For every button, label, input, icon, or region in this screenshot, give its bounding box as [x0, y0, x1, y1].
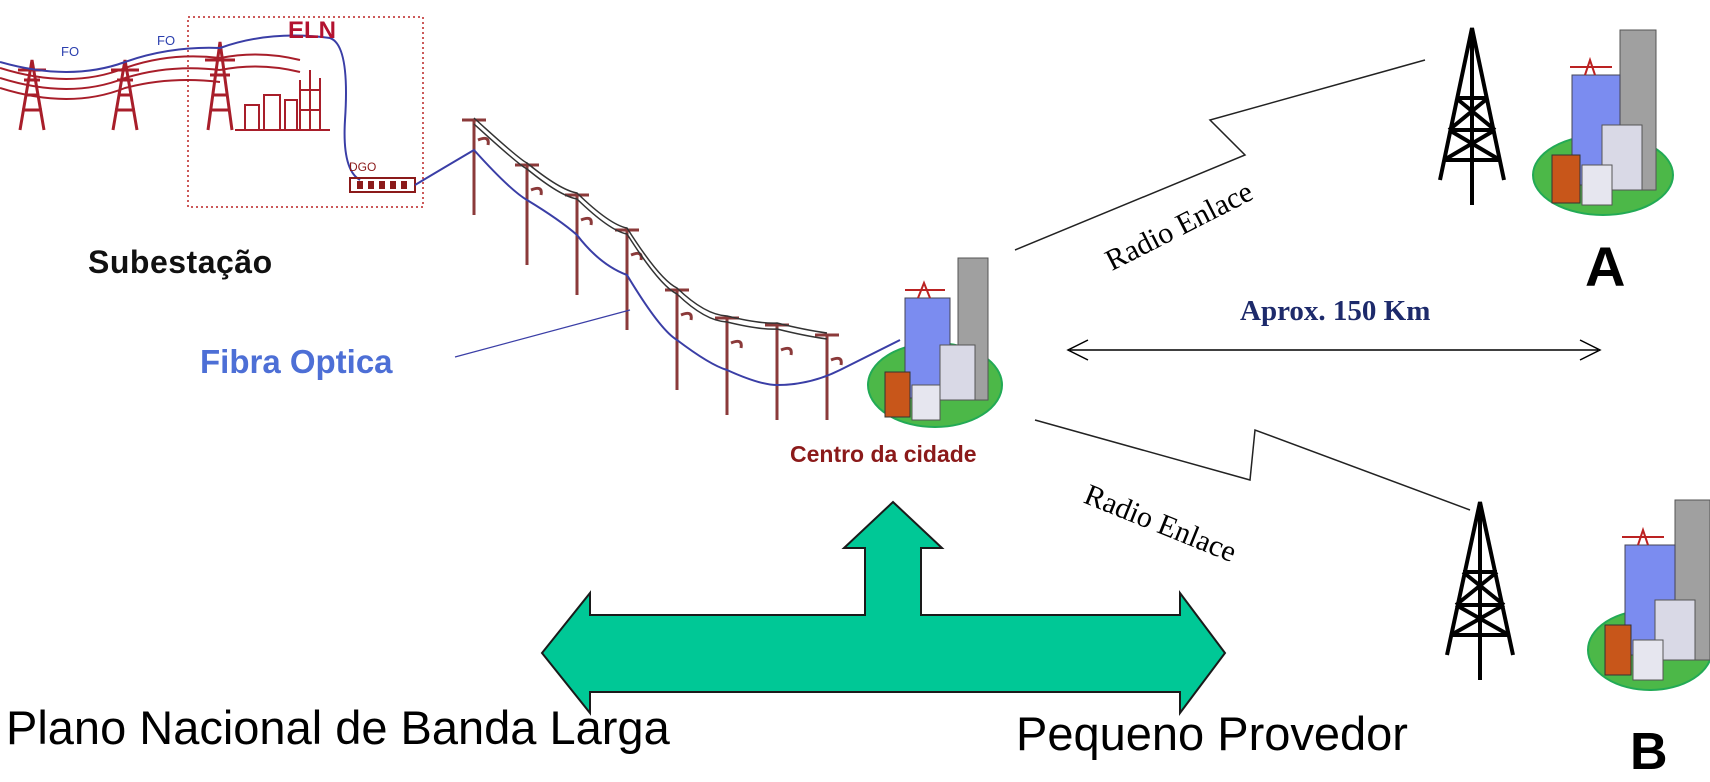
radio-tower-icon — [1445, 501, 1515, 680]
transmission-tower-icon — [111, 59, 139, 131]
fibra-leader-line — [454, 309, 631, 358]
fo-label: FO — [61, 44, 80, 59]
distance-label: Aprox. 150 Km — [1240, 295, 1431, 327]
fibra-optica-label: Fibra Optica — [200, 343, 393, 380]
green-distribution-arrow — [540, 500, 1227, 716]
fo-label: FO — [157, 33, 176, 48]
city-buildings-icon — [867, 257, 1003, 428]
city-buildings-icon — [1587, 499, 1710, 691]
plano-nacional-label: Plano Nacional de Banda Larga — [6, 701, 670, 754]
transmission-tower-icon — [205, 41, 235, 131]
dgo-label: DGO — [349, 160, 377, 174]
site-b-label: B — [1630, 723, 1668, 781]
pole-wires — [473, 117, 828, 340]
subestacao-label: Subestação — [88, 244, 273, 280]
radio-link-top — [1014, 59, 1426, 251]
power-lines — [0, 53, 301, 100]
distance-arrow — [1066, 339, 1602, 361]
utility-pole-icon — [462, 118, 843, 420]
eln-label: ELN — [288, 17, 336, 44]
city-buildings-icon — [1532, 29, 1674, 216]
substation-icon — [235, 70, 330, 131]
centro-cidade-label: Centro da cidade — [790, 441, 977, 467]
substation-boundary — [187, 16, 424, 208]
radio-link-bottom — [1034, 419, 1471, 511]
fiber-optic-cable — [414, 148, 901, 387]
fiber-segment — [0, 34, 361, 181]
pequeno-provedor-label: Pequeno Provedor — [1016, 707, 1408, 760]
radio-tower-icon — [1438, 27, 1506, 205]
site-a-label: A — [1585, 235, 1626, 298]
